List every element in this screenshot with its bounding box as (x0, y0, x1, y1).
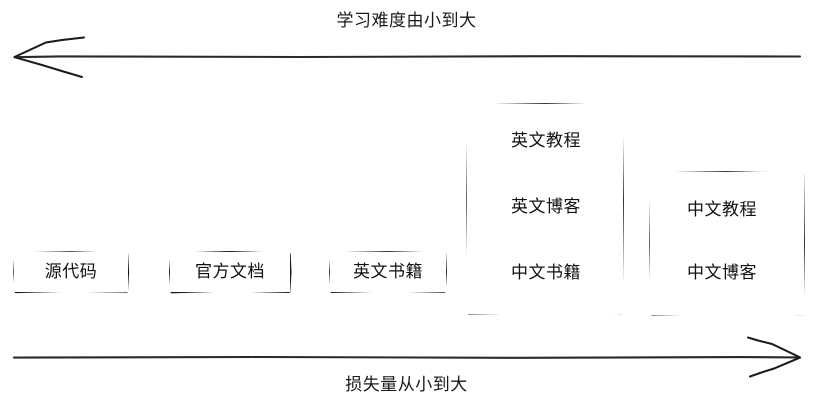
node-english-blog[interactable]: 英文博客 (490, 188, 602, 225)
node-chinese-books[interactable]: 中文书籍 (490, 254, 602, 292)
node-english-books[interactable]: 英文书籍 (330, 252, 446, 292)
top-axis-arrow (13, 36, 802, 78)
node-chinese-tutorial[interactable]: 中文教程 (666, 191, 778, 229)
node-english-tutorial[interactable]: 英文教程 (490, 122, 602, 159)
bottom-axis-label: 损失量从小到大 (345, 375, 468, 395)
top-axis-label: 学习难度由小到大 (336, 11, 477, 31)
bottom-axis-arrow (12, 336, 801, 378)
node-official-docs[interactable]: 官方文档 (170, 252, 290, 292)
node-source-code[interactable]: 源代码 (14, 252, 128, 292)
node-chinese-blog[interactable]: 中文博客 (666, 254, 778, 292)
